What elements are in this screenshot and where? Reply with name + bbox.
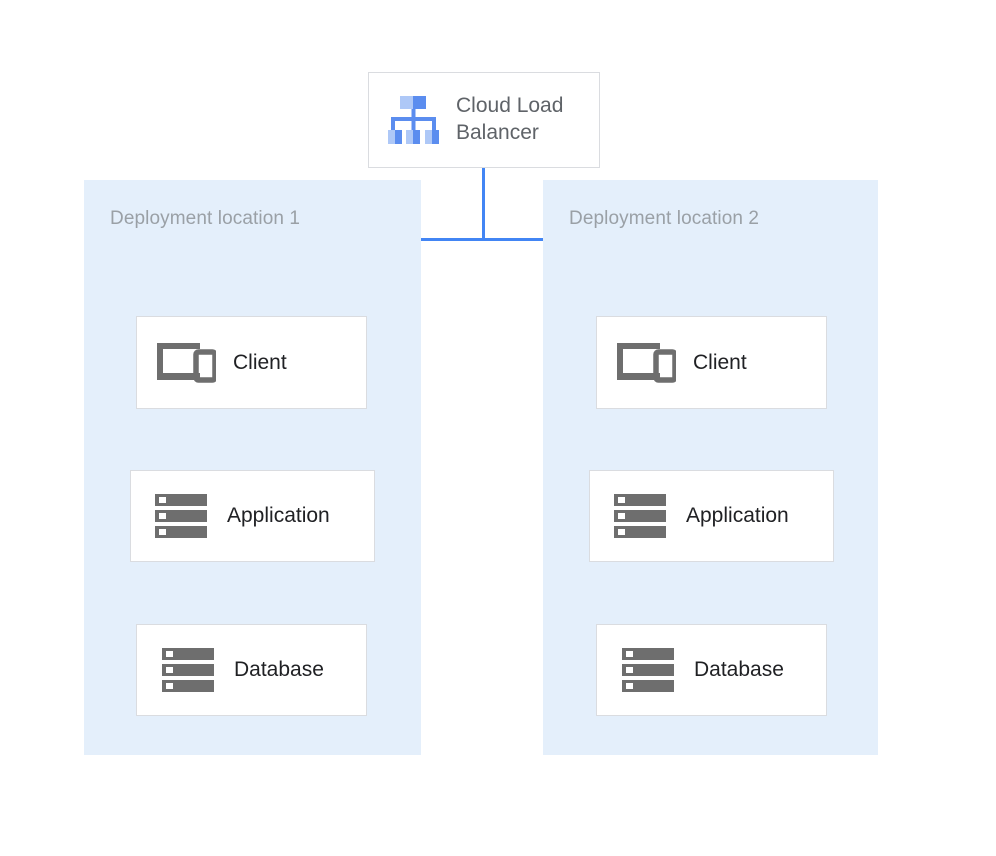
server-rack-icon (620, 646, 676, 694)
node-client-zone-1[interactable]: Client (136, 316, 367, 409)
node-cloud-load-balancer[interactable]: Cloud Load Balancer (368, 72, 600, 168)
node-label-database-zone-1: Database (234, 658, 324, 681)
zone-label-deployment-location-1: Deployment location 1 (110, 208, 301, 229)
node-label-application-zone-1: Application (227, 504, 330, 527)
node-application-zone-1[interactable]: Application (130, 470, 375, 562)
node-application-zone-2[interactable]: Application (589, 470, 834, 562)
node-client-zone-2[interactable]: Client (596, 316, 827, 409)
server-rack-icon (153, 492, 209, 540)
node-database-zone-1[interactable]: Database (136, 624, 367, 716)
server-rack-icon (160, 646, 216, 694)
node-label-application-zone-2: Application (686, 504, 789, 527)
node-label-cloud-load-balancer: Cloud Load Balancer (456, 94, 564, 144)
zone-label-deployment-location-2: Deployment location 2 (569, 208, 760, 229)
node-label-database-zone-2: Database (694, 658, 784, 681)
cloud-load-balancer-icon (386, 94, 442, 146)
node-label-client-zone-2: Client (693, 350, 747, 374)
devices-icon (155, 338, 217, 388)
server-rack-icon (612, 492, 668, 540)
devices-icon (615, 338, 677, 388)
node-label-client-zone-1: Client (233, 350, 287, 374)
node-database-zone-2[interactable]: Database (596, 624, 827, 716)
